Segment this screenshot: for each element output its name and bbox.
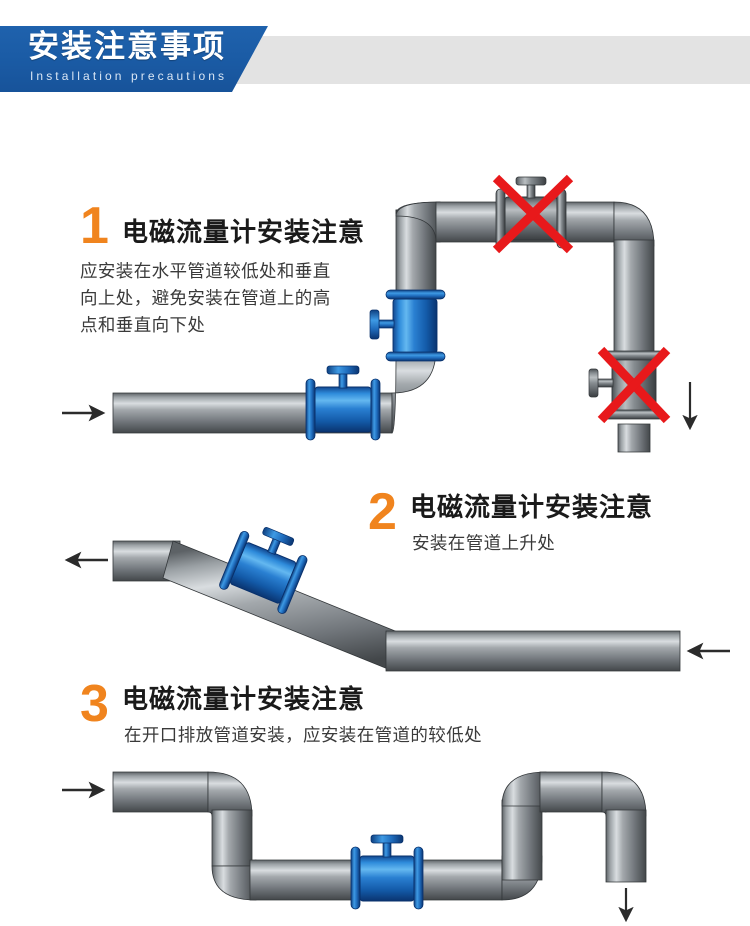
flowmeter-flange-top [385, 289, 446, 300]
section-1-body: 应安装在水平管道较低处和垂直 向上处，避免安装在管道上的高 点和垂直向下处 [80, 258, 331, 339]
flowmeter-transmitter-head [262, 527, 295, 546]
diagram-2-pipe-network [64, 540, 730, 672]
horizontal-flowmeter-high-point [492, 174, 574, 254]
section-2-number: 2 [368, 483, 397, 541]
banner-blue-block [0, 26, 268, 92]
section-1-body-line: 向上处，避免安装在管道上的高 [80, 288, 331, 308]
pipe-elbow-bottom-right [391, 348, 437, 434]
section-2-body-line: 安装在管道上升处 [412, 533, 556, 553]
vertical-flowmeter-rising [369, 289, 446, 362]
section-3-heading: 电磁流量计安装注意 [122, 684, 366, 714]
pipe-downleg-stub [617, 423, 651, 453]
section-2-body: 安装在管道上升处 [412, 530, 555, 557]
flowmeter-flange-left [350, 846, 361, 910]
banner-gray-bar [180, 36, 750, 84]
flowmeter-transmitter-head [370, 834, 404, 844]
pipe-vertical-rise-right [501, 799, 543, 881]
horizontal-flowmeter-inlet [305, 365, 381, 441]
flowmeter-body [314, 386, 372, 433]
section-3-number: 3 [80, 675, 109, 733]
reject-x-icon [492, 174, 574, 254]
section-2-heading: 电磁流量计安装注意 [410, 492, 654, 522]
flowmeter-body [392, 298, 438, 354]
page-subtitle: Installation precautions [30, 69, 228, 83]
flowmeter-transmitter-neck [526, 183, 536, 199]
pipe-top-short-horizontal [539, 771, 603, 813]
header-banner: 安装注意事项 Installation precautions [0, 26, 750, 92]
flowmeter-flange-right [277, 555, 308, 614]
flowmeter-flange-left [305, 378, 316, 441]
flowmeter-transmitter-head [369, 309, 380, 340]
flowmeter-transmitter-head [515, 176, 547, 186]
section-3-body: 在开口排放管道安装，应安装在管道的较低处 [124, 722, 482, 749]
pipe-elbow-down-1 [207, 771, 253, 817]
pipe-discharge-vertical [605, 809, 647, 883]
section-1-body-line: 点和垂直向下处 [80, 315, 206, 335]
flowmeter-flange-bottom [385, 351, 446, 362]
pipe-elbow-top-right [501, 771, 547, 813]
flowmeter-transmitter-head [326, 365, 360, 375]
vertical-flowmeter-downflow [588, 346, 671, 424]
flowmeter-body [359, 855, 415, 902]
flowmeter-transmitter-neck [378, 319, 395, 329]
reject-x-icon [597, 346, 671, 424]
horizontal-flowmeter-low-point [350, 834, 424, 910]
section-1-body-line: 应安装在水平管道较低处和垂直 [80, 261, 331, 281]
section-1-number: 1 [80, 197, 109, 255]
section-1-heading: 电磁流量计安装注意 [122, 217, 366, 247]
pipe-inlet-horizontal [112, 771, 209, 813]
pipe-vertical-downleg [613, 239, 655, 363]
flowmeter-flange-right [370, 378, 381, 441]
flowmeter-flange-left [219, 531, 250, 590]
flowmeter-transmitter-neck [597, 378, 614, 388]
flowmeter-transmitter-head [588, 368, 599, 398]
pipe-elbow-bottom-left [211, 859, 257, 901]
pipe-vertical-drop-left [211, 809, 253, 867]
flowmeter-flange-right [413, 846, 424, 910]
section-3-body-line: 在开口排放管道安装，应安装在管道的较低处 [124, 725, 482, 745]
inclined-flowmeter-rising [219, 527, 308, 614]
pipe-elbow-discharge [601, 771, 647, 817]
flowmeter-transmitter-neck [338, 372, 348, 389]
page-title: 安装注意事项 [28, 29, 226, 64]
pipe-elbow-top-right [613, 201, 655, 247]
flowmeter-transmitter-neck [382, 841, 392, 858]
diagram-3-pipe-network [62, 771, 647, 923]
pipe-lower-horizontal [385, 630, 681, 672]
